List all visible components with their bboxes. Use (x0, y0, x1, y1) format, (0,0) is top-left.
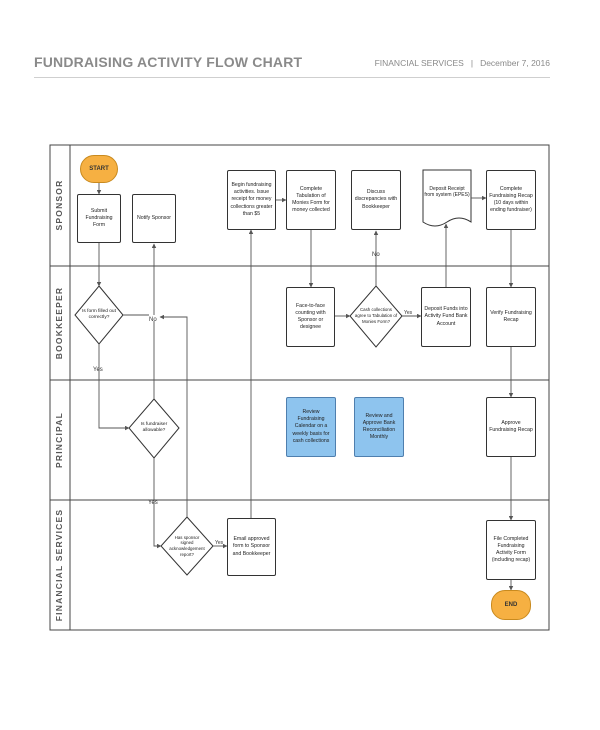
box-discuss-discrepancies: Discuss discrepancies with Bookkeeper (351, 170, 401, 230)
edge-label-form-yes: Yes (93, 367, 103, 373)
text-sponsor-signed: Has sponsor signed acknowledgement repor… (169, 534, 205, 557)
box-begin-fundraising-activities: Begin fundraising activities. Issue rece… (227, 170, 276, 230)
box-deposit-funds: Deposit Funds into Activity Fund Bank Ac… (421, 287, 471, 347)
edge-label-cash-no: No (372, 252, 380, 258)
header-meta: FINANCIAL SERVICES | December 7, 2016 (375, 58, 550, 68)
lane-label-financial-services: FINANCIAL SERVICES (54, 509, 64, 621)
text-form-filled: Is form filled out correctly? (82, 308, 116, 320)
box-email-approved-form: Email approved form to Sponsor and Bookk… (227, 518, 276, 576)
box-notify-sponsor: Notify Sponsor (132, 194, 176, 243)
box-file-completed-form: File Completed Fundraising Activity Form… (486, 520, 536, 580)
date-label: December 7, 2016 (480, 58, 550, 68)
document-deposit-receipt (422, 169, 472, 227)
box-verify-fundraising-recap: Verify Fundraising Recap (486, 287, 536, 347)
text-deposit-receipt: Deposit Receipt from system (EPES) (424, 185, 470, 199)
department-label: FINANCIAL SERVICES (374, 58, 464, 68)
lane-label-sponsor: SPONSOR (54, 180, 64, 231)
start-terminator: START (80, 155, 118, 183)
edge-label-signed-yes: Yes (215, 540, 224, 546)
edge-form-yes (98, 344, 130, 431)
edge-allowable-yes (153, 458, 162, 549)
decision-sponsor-signed (160, 516, 214, 576)
text-fundraiser-allowable: Is fundraiser allowable? (140, 421, 168, 433)
page-title: FUNDRAISING ACTIVITY FLOW CHART (34, 54, 303, 70)
box-complete-fundraising-recap: Complete Fundraising Recap (10 days with… (486, 170, 536, 230)
box-approve-fundraising-recap: Approve Fundraising Recap (486, 397, 536, 457)
end-terminator: END (491, 590, 531, 620)
swimlane-frame (49, 144, 550, 631)
text-cash-agree: Cash collections agree to Tabulation of … (354, 307, 398, 324)
header-separator: | (470, 58, 474, 68)
box-face-to-face-counting: Face-to-face counting with Sponsor or de… (286, 287, 335, 347)
box-submit-fundraising-form: Submit Fundraising Form (77, 194, 121, 243)
box-review-fundraising-calendar: Review Fundraising Calendar on a weekly … (286, 397, 336, 457)
edge-signed-no (159, 314, 188, 517)
edge-label-allowable-yes: Yes (148, 500, 158, 506)
lane-label-principal: PRINCIPAL (54, 412, 64, 468)
box-review-bank-reconciliation: Review and Approve Bank Reconciliation M… (354, 397, 404, 457)
decision-cash-agree (349, 285, 403, 348)
edge-label-cash-yes: Yes (404, 310, 413, 316)
header-divider (34, 77, 550, 78)
edge-label-form-no: No (149, 317, 157, 323)
box-complete-tabulation: Complete Tabulation of Monies Form for m… (286, 170, 336, 230)
lane-label-bookkeeper: BOOKKEEPER (54, 287, 64, 359)
